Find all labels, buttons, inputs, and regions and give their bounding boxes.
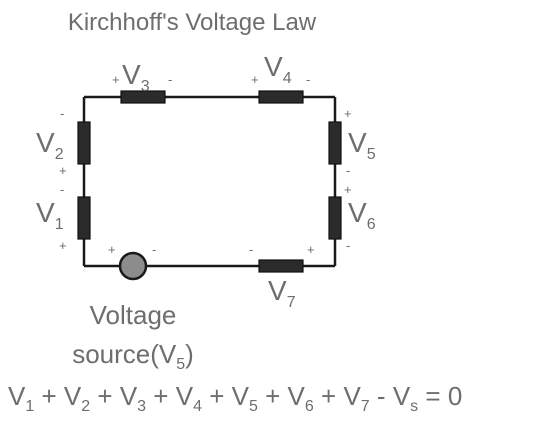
label-v2: V2	[36, 127, 64, 163]
sign-v1-plus: +	[59, 238, 67, 253]
circuit-wires	[82, 95, 337, 268]
sign-v3-minus: -	[168, 72, 172, 87]
source-caption-line2: source(V5)	[72, 339, 194, 373]
label-v3: V3	[122, 59, 150, 95]
sign-v1-minus: -	[60, 182, 64, 197]
label-v1: V1	[36, 197, 64, 233]
voltage-source-symbol	[118, 251, 148, 281]
sign-source-plus: +	[108, 242, 116, 257]
sign-v6-minus: -	[346, 238, 350, 253]
resistor-labels: V3 V4 V2 V1 V5 V6 V7	[36, 51, 376, 311]
sign-v2-plus: +	[59, 163, 67, 178]
resistor-v3	[120, 90, 166, 104]
resistor-v5	[328, 121, 342, 165]
resistor-v2	[77, 121, 91, 165]
sign-v7-plus: +	[307, 242, 315, 257]
resistor-v7	[258, 259, 304, 273]
kvl-equation: V1 + V2 + V3 + V4 + V5 + V6 + V7 - Vs = …	[8, 381, 462, 415]
sign-v4-plus: +	[251, 72, 259, 87]
label-v4: V4	[264, 51, 292, 87]
label-v7: V7	[268, 275, 296, 311]
sign-v7-minus: -	[249, 242, 253, 257]
diagram-title: Kirchhoff's Voltage Law	[68, 9, 317, 36]
sign-v6-plus: +	[344, 182, 352, 197]
resistors	[77, 90, 342, 273]
resistor-v4	[258, 90, 304, 104]
sign-v5-minus: -	[346, 163, 350, 178]
label-v6: V6	[348, 197, 376, 233]
sign-v4-minus: -	[306, 72, 310, 87]
label-v5: V5	[348, 127, 376, 163]
polarity-signs: + - + - - + - + + - + - + - - +	[59, 72, 352, 257]
resistor-v6	[328, 196, 342, 240]
sign-v5-plus: +	[344, 106, 352, 121]
resistor-v1	[77, 196, 91, 240]
source-caption-line1: Voltage	[90, 300, 177, 330]
sign-source-minus: -	[152, 242, 156, 257]
sign-v3-plus: +	[112, 72, 120, 87]
sign-v2-minus: -	[60, 106, 64, 121]
